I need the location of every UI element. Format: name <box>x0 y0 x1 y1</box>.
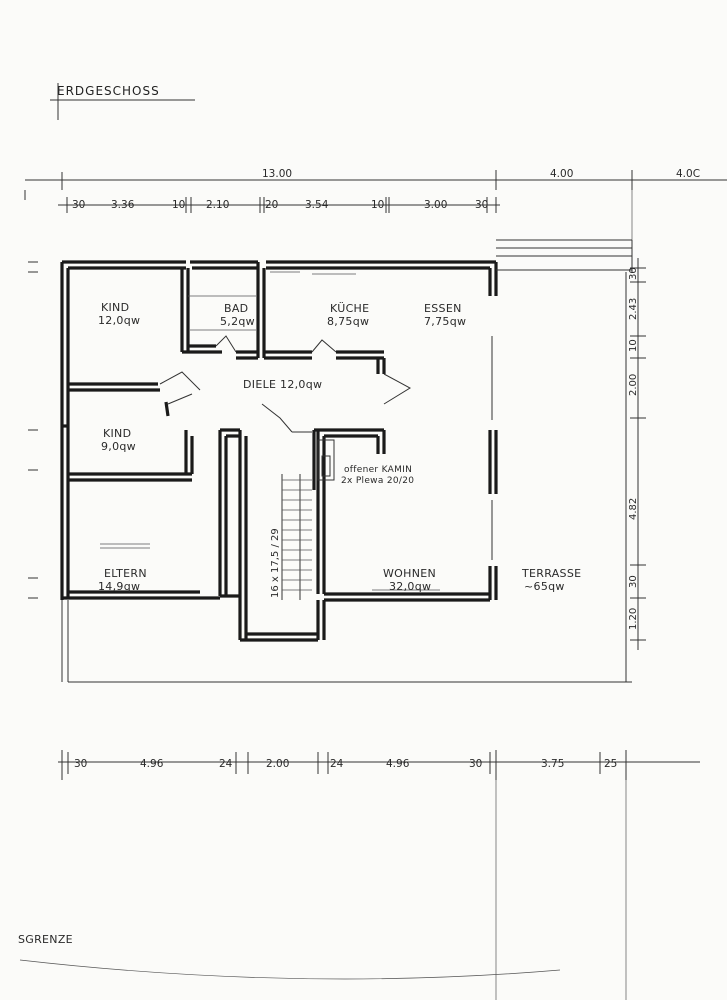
dim-right-7: 1.20 <box>628 608 639 630</box>
footer: SGRENZE <box>18 933 561 980</box>
room-terrasse-name: TERRASSE <box>521 567 581 580</box>
stair: 16 x 17,5 / 29 <box>270 474 312 600</box>
room-eltern-area: 14,9qw <box>98 580 140 593</box>
dim-top-5: 20 <box>265 199 278 211</box>
dim-top-1: 30 <box>72 199 85 211</box>
dim-bottom-4: 2.00 <box>266 758 289 770</box>
dim-bottom-6: 4.96 <box>386 758 410 770</box>
dim-right-4: 2.00 <box>628 374 639 396</box>
room-wohnen: WOHNEN 32,0qw <box>383 567 436 593</box>
room-eltern-name: ELTERN <box>104 567 147 580</box>
dim-top-9: 30 <box>475 199 488 211</box>
dim-total-13: 13.00 <box>262 168 292 180</box>
room-kind-1-area: 12,0qw <box>98 314 140 327</box>
dim-total-4a: 4.00 <box>550 168 573 180</box>
dim-bottom-3: 24 <box>219 758 233 770</box>
room-labels: KIND 12,0qw BAD 5,2qw KÜCHE 8,75qw ESSEN… <box>98 301 581 593</box>
dim-bottom-5: 24 <box>330 758 344 770</box>
dim-top-6: 3.54 <box>305 199 329 211</box>
room-kind-1: KIND 12,0qw <box>98 301 140 327</box>
dim-bottom-1: 30 <box>74 758 87 770</box>
room-bad: BAD 5,2qw <box>220 302 255 328</box>
room-kueche-area: 8,75qw <box>327 315 369 328</box>
dim-right-5: 4.82 <box>628 498 639 520</box>
dim-top-4: 2.10 <box>206 199 229 211</box>
room-essen: ESSEN 7,75qw <box>424 302 466 328</box>
plan-title: ERDGESCHOSS <box>50 83 195 120</box>
dim-top-7: 10 <box>371 199 384 211</box>
room-kueche: KÜCHE 8,75qw <box>327 302 369 328</box>
room-terrasse-area: ~65qw <box>524 580 565 593</box>
room-diele-name: DIELE 12,0qw <box>243 378 322 391</box>
top-dimension-chain: 13.00 4.00 4.0C 30 3.36 10 2.10 20 3.54 … <box>25 168 727 272</box>
room-essen-area: 7,75qw <box>424 315 466 328</box>
dim-total-4b: 4.0C <box>676 168 700 180</box>
dim-bottom-8: 3.75 <box>541 758 564 770</box>
dim-right-2: 2.43 <box>628 298 639 320</box>
kamin-note: offener KAMIN 2x Plewa 20/20 <box>341 465 414 486</box>
kamin-line-2: 2x Plewa 20/20 <box>341 476 414 486</box>
dim-top-8: 3.00 <box>424 199 447 211</box>
walls <box>60 260 498 642</box>
room-essen-name: ESSEN <box>424 302 462 315</box>
stair-label: 16 x 17,5 / 29 <box>270 528 281 598</box>
dim-top-2: 3.36 <box>111 199 135 211</box>
room-bad-name: BAD <box>224 302 248 315</box>
room-kind-2-area: 9,0qw <box>101 440 136 453</box>
kamin-line-1: offener KAMIN <box>344 465 412 475</box>
room-eltern: ELTERN 14,9qw <box>98 567 147 593</box>
right-dimension-chain: 30 2.43 10 2.00 4.82 30 1.20 <box>628 258 646 650</box>
dim-right-6: 30 <box>628 575 639 588</box>
dim-right-1: 30 <box>628 267 639 280</box>
footer-label: SGRENZE <box>18 933 73 946</box>
room-terrasse: TERRASSE ~65qw <box>521 567 581 593</box>
room-wohnen-area: 32,0qw <box>389 580 431 593</box>
room-wohnen-name: WOHNEN <box>383 567 436 580</box>
dim-bottom-7: 30 <box>469 758 482 770</box>
door-swings <box>100 271 440 591</box>
room-kueche-name: KÜCHE <box>330 302 369 315</box>
room-diele: DIELE 12,0qw <box>243 378 322 391</box>
room-kind-2: KIND 9,0qw <box>101 427 136 453</box>
room-kind-1-name: KIND <box>101 301 129 314</box>
dim-bottom-9: 25 <box>604 758 617 770</box>
bottom-dimension-chain: 30 4.96 24 2.00 24 4.96 30 3.75 25 <box>58 750 700 1000</box>
dim-top-3: 10 <box>172 199 185 211</box>
dim-right-3: 10 <box>628 339 639 352</box>
room-bad-area: 5,2qw <box>220 315 255 328</box>
terrace-outline <box>61 239 633 683</box>
title-text: ERDGESCHOSS <box>57 84 160 98</box>
room-kind-2-name: KIND <box>103 427 131 440</box>
dim-bottom-2: 4.96 <box>140 758 164 770</box>
left-markers <box>24 190 38 599</box>
